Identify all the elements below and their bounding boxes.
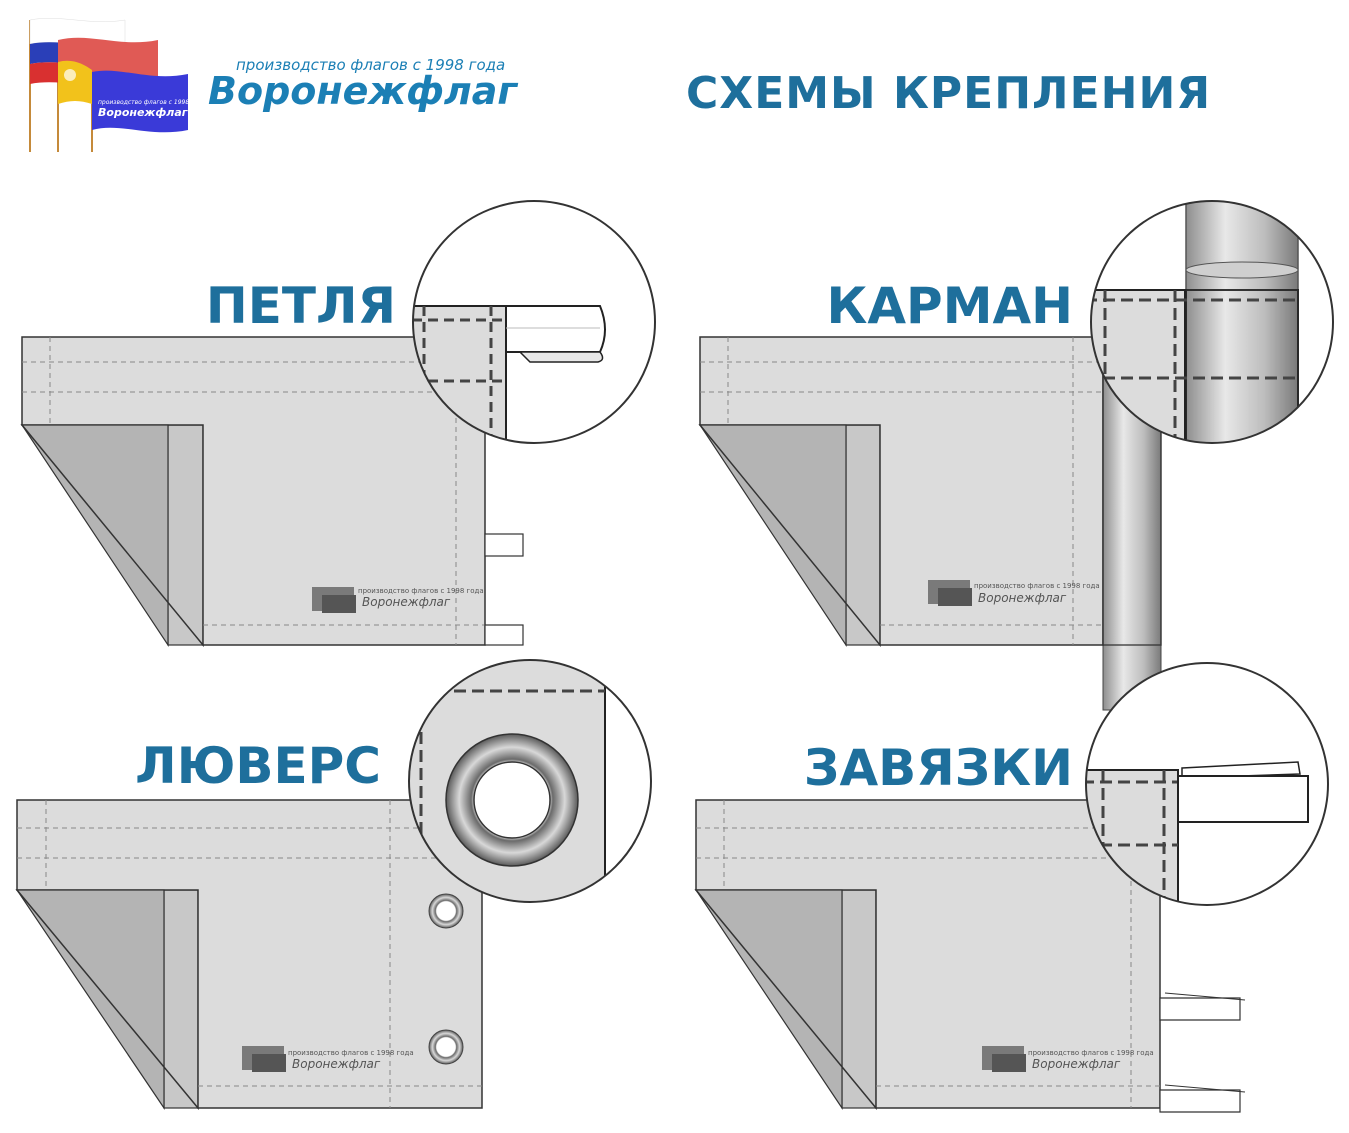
- magnifier-grommet: [408, 659, 652, 903]
- page-title: СХЕМЫ КРЕПЛЕНИЯ: [686, 68, 1211, 119]
- flag-illustration-grommet: производство флагов с 1998 года Воронежф…: [15, 799, 483, 1111]
- panel-grommet: производство флагов с 1998 года Воронежф…: [15, 659, 652, 1111]
- watermark-brand: Воронежфлаг: [1032, 1057, 1121, 1071]
- flag-illustration-pocket: производство флагов с 1998 года Воронежф…: [698, 329, 1162, 711]
- panel-label-loop: ПЕТЛЯ: [206, 277, 396, 335]
- flag-watermark: производство флагов с 1998 года Воронежф…: [242, 1046, 414, 1072]
- flag-watermark: производство флагов с 1998 года Воронежф…: [982, 1046, 1154, 1072]
- magnifier-pocket: [1090, 200, 1334, 444]
- watermark-brand: Воронежфлаг: [978, 591, 1067, 605]
- panel-label-pocket: КАРМАН: [826, 277, 1073, 335]
- watermark-tagline: производство флагов с 1998 года: [1028, 1049, 1154, 1057]
- panel-label-ties: ЗАВЯЗКИ: [804, 739, 1073, 797]
- panel-label-grommet: ЛЮВЕРС: [135, 737, 381, 795]
- watermark-tagline: производство флагов с 1998 года: [358, 587, 484, 595]
- watermark-brand: Воронежфлаг: [292, 1057, 381, 1071]
- logo-flags-icon: производство флагов с 1998 года Воронежф…: [29, 18, 206, 152]
- panel-loop: производство флагов с 1998 года Воронежф…: [20, 200, 656, 648]
- watermark-tagline: производство флагов с 1998 года: [288, 1049, 414, 1057]
- watermark-tagline: производство флагов с 1998 года: [974, 582, 1100, 590]
- panel-ties: производство флагов с 1998 года Воронежф…: [694, 662, 1329, 1113]
- logo-flag-tagline: производство флагов с 1998 года: [98, 99, 206, 106]
- flag-illustration-ties: производство флагов с 1998 года Воронежф…: [694, 799, 1246, 1113]
- panel-pocket: производство флагов с 1998 года Воронежф…: [698, 200, 1334, 711]
- logo-flag-brand: Воронежфлаг: [98, 106, 189, 119]
- brand-name: Воронежфлаг: [208, 69, 518, 113]
- company-logo: производство флагов с 1998 года Воронежф…: [29, 18, 518, 152]
- flag-watermark: производство флагов с 1998 года Воронежф…: [928, 580, 1100, 606]
- flag-watermark: производство флагов с 1998 года Воронежф…: [312, 587, 484, 613]
- flag-illustration-loop: производство флагов с 1998 года Воронежф…: [20, 336, 524, 648]
- watermark-brand: Воронежфлаг: [362, 595, 451, 609]
- brand-tagline: производство флагов с 1998 года: [236, 56, 505, 74]
